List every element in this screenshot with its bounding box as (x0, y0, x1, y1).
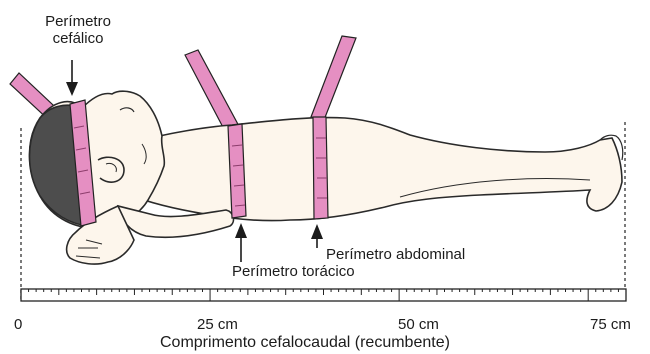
abdominal-circumference-label: Perímetro abdominal (326, 246, 465, 263)
head-label-line-1: Perímetro (30, 13, 126, 30)
head-circumference-label: Perímetro cefálico (30, 13, 126, 47)
tape-front-abdomen (313, 117, 328, 219)
ruler-tick-label-75cm: 75 cm (590, 316, 631, 333)
length-ruler (21, 289, 626, 301)
ruler-caption: Comprimento cefalocaudal (recumbente) (160, 334, 450, 351)
chest-pointer-arrow (235, 223, 247, 262)
head-label-line-2: cefálico (30, 30, 126, 47)
ruler-tick-label-25cm: 25 cm (197, 316, 238, 333)
ruler-tick-label-0: 0 (14, 316, 22, 333)
chest-circumference-label: Perímetro torácico (232, 263, 355, 280)
abdomen-pointer-arrow (311, 224, 323, 248)
head-pointer-arrow (66, 60, 78, 96)
ruler-tick-label-50cm: 50 cm (398, 316, 439, 333)
